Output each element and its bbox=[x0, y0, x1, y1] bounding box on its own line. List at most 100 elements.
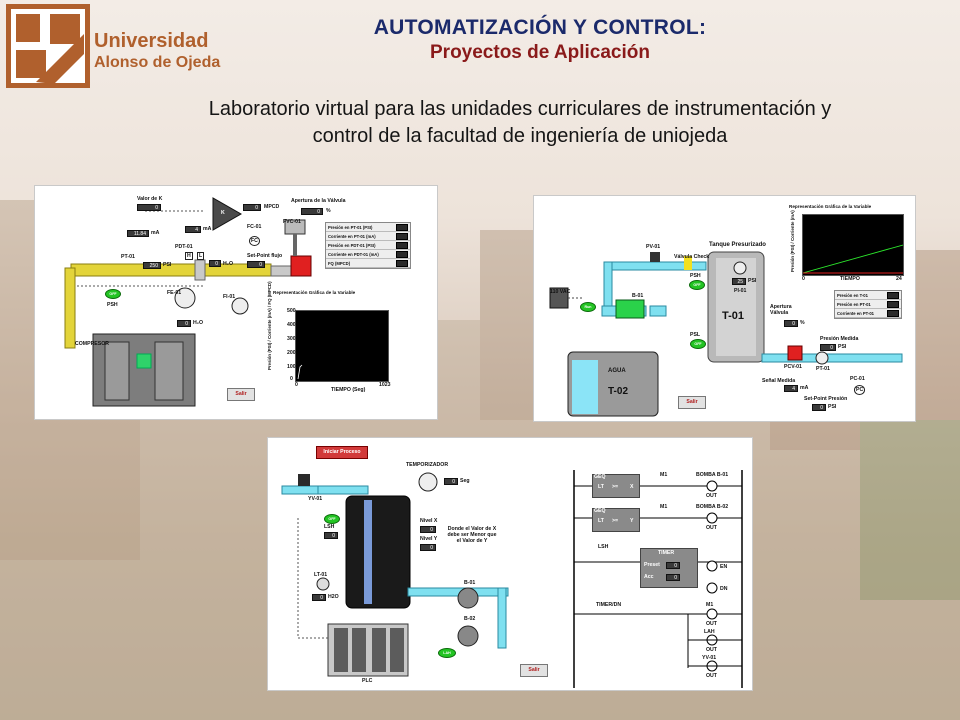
lt-display: 0 bbox=[312, 594, 326, 601]
legend-text: Corriente en PT-01 bbox=[837, 310, 875, 316]
chart-y-axis-label: Presión (PSI) / Corriente (mA) / FQ (MPC… bbox=[267, 281, 272, 370]
y-tick: 0 bbox=[290, 376, 293, 382]
out-label: OUT bbox=[706, 647, 717, 653]
nivel-x-input[interactable]: 0 bbox=[420, 526, 436, 533]
nivel-y-input[interactable]: 0 bbox=[420, 544, 436, 551]
temporizador-unit: Seg bbox=[460, 478, 470, 484]
apertura-label: Apertura de la Válvula bbox=[291, 198, 346, 204]
salir-button[interactable]: Salir bbox=[227, 388, 255, 401]
set-point-input[interactable]: 0 bbox=[247, 261, 265, 268]
legend-text: Presión en PT-01 bbox=[837, 301, 871, 307]
pc-controller[interactable]: PC bbox=[854, 385, 866, 395]
slide-description: Laboratorio virtual para las unidades cu… bbox=[110, 96, 930, 150]
y-tick: 200 bbox=[287, 350, 296, 356]
gain-label: K bbox=[221, 210, 225, 216]
iniciar-proceso-button[interactable]: Iniciar Proceso bbox=[316, 446, 368, 459]
screen-level-control: Iniciar Proceso TEMPORIZADOR 0 Seg YV-01… bbox=[267, 437, 753, 691]
geq-block-1 bbox=[592, 474, 640, 498]
legend-swatch bbox=[396, 241, 408, 249]
chart-x-axis-label: TIEMPO bbox=[840, 276, 860, 282]
geq-block-2 bbox=[592, 508, 640, 532]
legend-swatch bbox=[396, 223, 408, 231]
legend-row: Corriente en PT-01 bbox=[835, 309, 901, 318]
h2o-unit: H₂O bbox=[223, 261, 234, 267]
m1-contact-label: M1 bbox=[660, 504, 668, 510]
lah-led: LAH bbox=[438, 648, 456, 658]
preset-display: 0 bbox=[666, 562, 680, 569]
pcv01-tag: PCV-01 bbox=[784, 364, 802, 370]
psl-tag: PSL bbox=[690, 332, 701, 338]
presion-medida-display: 0 bbox=[820, 344, 836, 351]
slide-subtitle: Proyectos de Aplicación bbox=[430, 42, 650, 63]
lsh-contact-label: LSH bbox=[598, 544, 609, 550]
legend-swatch bbox=[396, 259, 408, 267]
out-label: OUT bbox=[706, 621, 717, 627]
lt-operand: LT bbox=[598, 484, 604, 490]
nivel-x-label: Nivel X bbox=[420, 518, 438, 524]
logo-line-2: Alonso de Ojeda bbox=[94, 54, 221, 71]
valor-k-input[interactable]: 0 bbox=[137, 204, 161, 211]
plc-label: PLC bbox=[362, 678, 373, 684]
preset-label: Preset bbox=[644, 562, 660, 568]
x-tick: 1023 bbox=[379, 382, 391, 388]
screen-flow-control: Valor de K 0 K Apertura de la Válvula 0 … bbox=[34, 185, 438, 420]
t02-tag: T-02 bbox=[608, 386, 629, 397]
out-label: OUT bbox=[706, 525, 717, 531]
legend-text: Presión en PDT-01 (PSI) bbox=[328, 242, 376, 248]
y-operand: Y bbox=[630, 518, 634, 524]
legend-text: Presión en PT-01 (PSI) bbox=[328, 224, 373, 230]
screen2-plot bbox=[802, 214, 904, 276]
salir-button[interactable]: Salir bbox=[520, 664, 548, 677]
psi-display: 250 bbox=[143, 262, 161, 269]
vac-label: 110 VAC bbox=[550, 289, 571, 295]
h2o-unit-2: H₂O bbox=[193, 320, 204, 326]
pi-unit: PSI bbox=[748, 278, 757, 284]
t01-tag: T-01 bbox=[722, 310, 745, 322]
apertura-unit: % bbox=[800, 320, 805, 326]
senal-medida-label: Señal Medida bbox=[762, 378, 796, 384]
valvula-check-label: Válvula Check bbox=[674, 254, 710, 260]
apertura-display: 0 bbox=[784, 320, 798, 327]
m1-contact-label: M1 bbox=[660, 472, 668, 478]
set-point-input[interactable]: 0 bbox=[812, 404, 826, 411]
mpcd-unit: MPCD bbox=[264, 204, 280, 210]
fc-controller[interactable]: FC bbox=[249, 236, 260, 246]
bomba-b01-label: BOMBA B-01 bbox=[696, 472, 729, 478]
y-tick: 400 bbox=[287, 322, 296, 328]
out-label: OUT bbox=[706, 493, 717, 499]
salir-button[interactable]: Salir bbox=[678, 396, 706, 409]
senal-unit: mA bbox=[800, 385, 809, 391]
pdt01-tag: PDT-01 bbox=[175, 244, 193, 250]
ma-unit: mA bbox=[151, 230, 160, 236]
nivel-note: Donde el Valor de X debe ser Menor que e… bbox=[447, 526, 497, 544]
pi-display: 25 bbox=[732, 278, 746, 285]
lt-unit: H2O bbox=[328, 594, 339, 600]
description-line-1: Laboratorio virtual para las unidades cu… bbox=[208, 98, 832, 120]
timer-label: TIMER bbox=[658, 550, 675, 556]
run-led: Run bbox=[580, 302, 596, 312]
screen3-drawing bbox=[281, 470, 743, 688]
psh-tag: PSH bbox=[107, 302, 118, 308]
slide-title: AUTOMATIZACIÓN Y CONTROL: bbox=[373, 16, 707, 39]
psi-unit: PSI bbox=[163, 262, 172, 268]
yv01-coil-label: YV-01 bbox=[702, 655, 717, 661]
compresor-label: COMPRESOR bbox=[75, 341, 110, 347]
set-point-unit: PSI bbox=[828, 404, 837, 410]
h2o-display-2: 0 bbox=[177, 320, 191, 327]
ma-display: 11.84 bbox=[127, 230, 149, 237]
geq-operator: >= bbox=[612, 484, 619, 490]
set-point-label: Set-Point flujo bbox=[247, 253, 283, 259]
lt-operand: LT bbox=[598, 518, 604, 524]
presion-medida-label: Presión Medida bbox=[820, 336, 859, 342]
chart-x-axis-label: TIEMPO (Seg) bbox=[331, 387, 366, 393]
h-indicator: H bbox=[185, 252, 193, 260]
yv01-tag: YV-01 bbox=[308, 496, 323, 502]
fc01-tag: FC-01 bbox=[247, 224, 262, 230]
university-logo: Universidad Alonso de Ojeda bbox=[6, 4, 220, 88]
legend-row: FQ (MPCD) bbox=[326, 259, 410, 268]
apertura-label: Apertura Válvula bbox=[770, 304, 792, 316]
y-tick: 300 bbox=[287, 336, 296, 342]
legend-row: Corriente en PDT-01 (mA) bbox=[326, 250, 410, 259]
pv01-tag: PV-01 bbox=[646, 244, 661, 250]
logo-line-1: Universidad bbox=[94, 30, 209, 52]
